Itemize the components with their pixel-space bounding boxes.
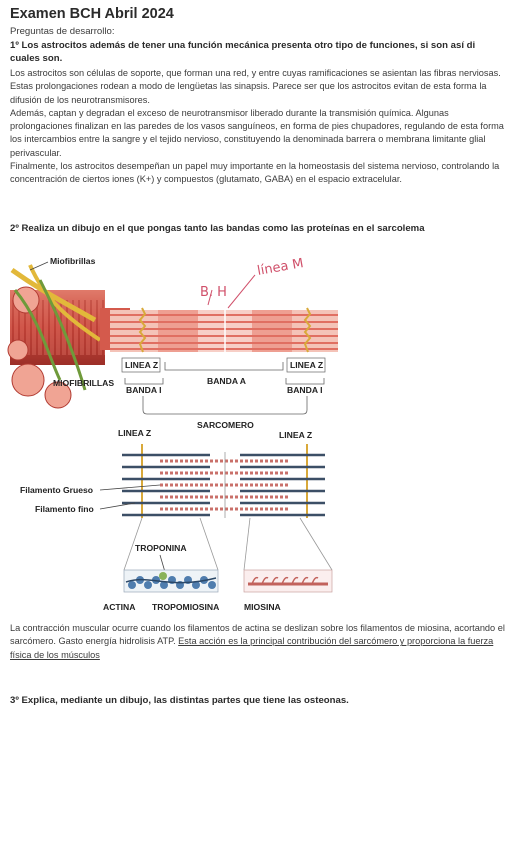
label-troponina: TROPONINA — [135, 543, 187, 553]
label-tropomiosina: TROPOMIOSINA — [152, 602, 219, 612]
question-2: 2º Realiza un dibujo en el que pongas ta… — [10, 223, 425, 234]
label-actina: ACTINA — [103, 602, 135, 612]
label-filamento-grueso: Filamento Grueso — [20, 485, 93, 495]
actin-filament-detail — [123, 569, 219, 593]
answer-1-paragraph-1: Los astrocitos son células de soporte, q… — [10, 68, 501, 105]
question-3: 3º Explica, mediante un dibujo, las dist… — [10, 695, 349, 706]
label-linea-z-3: LINEA Z — [118, 428, 151, 438]
page-subtitle: Preguntas de desarrollo: — [10, 26, 115, 37]
label-banda-a: BANDA A — [207, 376, 246, 386]
label-linea-z-1: LINEA Z — [125, 360, 158, 370]
handwritten-annotations: B. H línea M — [200, 256, 305, 309]
sarcomere-filaments — [122, 444, 325, 518]
label-sarcomero: SARCOMERO — [197, 420, 254, 430]
label-miofibrillas-left: MIOFIBRILLAS — [53, 378, 114, 388]
label-miofibrillas-top: Miofibrillas — [50, 256, 96, 266]
label-miosina: MIOSINA — [244, 602, 281, 612]
answer-2: La contracción muscular ocurre cuando lo… — [10, 622, 507, 662]
answer-2-underlined: Esta acción es la principal contribución… — [10, 636, 494, 660]
answer-2-text: La contracción muscular ocurre cuando lo… — [10, 623, 505, 647]
question-1: 1º Los astrocitos además de tener una fu… — [10, 40, 476, 64]
label-linea-z-2: LINEA Z — [290, 360, 323, 370]
label-banda-i-2: BANDA I — [287, 385, 323, 395]
myofibril-bands — [110, 307, 338, 354]
document-page: Examen BCH Abril 2024 Preguntas de desar… — [10, 6, 507, 187]
label-filamento-fino: Filamento fino — [35, 504, 94, 514]
label-banda-i-1: BANDA I — [126, 385, 162, 395]
page-title: Examen BCH Abril 2024 — [10, 6, 174, 22]
myosin-filament-detail — [243, 569, 333, 593]
answer-1-paragraph-2: Además, captan y degradan el exceso de n… — [10, 107, 504, 158]
annotation-bh: B. H — [200, 285, 227, 300]
label-linea-z-4: LINEA Z — [279, 430, 312, 440]
answer-1-paragraph-3: Finalmente, los astrocitos desempeñan un… — [10, 161, 500, 185]
annotation-linea-m: línea M — [256, 256, 305, 279]
